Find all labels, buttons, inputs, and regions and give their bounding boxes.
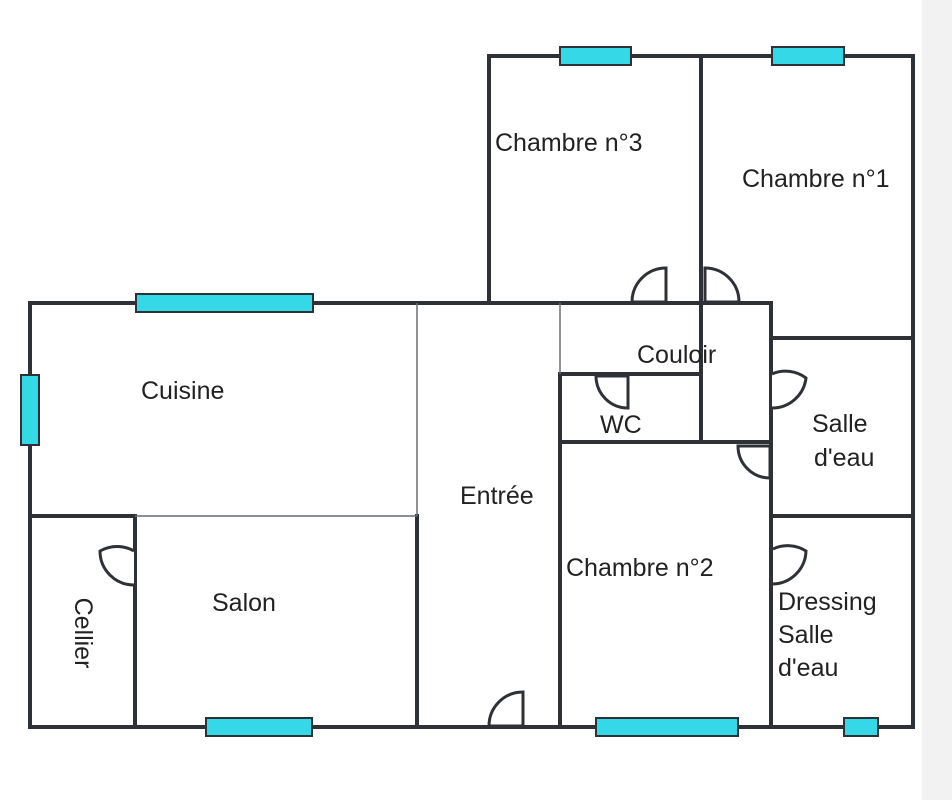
label-chambre1: Chambre n°1 — [742, 165, 890, 193]
label-salle-eau-1: Salle — [812, 410, 868, 438]
door-chambre3 — [630, 266, 668, 304]
door-chambre1 — [703, 266, 741, 304]
label-dressing-2: Salle — [778, 621, 834, 649]
right-margin-strip — [922, 0, 952, 800]
door-entree — [487, 690, 525, 728]
label-salle-eau-2: d'eau — [814, 444, 874, 472]
door-wc — [594, 374, 630, 410]
door-cellier — [98, 544, 135, 587]
doors — [98, 266, 808, 728]
label-dressing-1: Dressing — [778, 588, 877, 616]
label-dressing-3: d'eau — [778, 654, 838, 682]
label-chambre2: Chambre n°2 — [566, 554, 714, 582]
window-salon — [205, 717, 313, 737]
window-chambre2 — [595, 717, 739, 737]
door-salle-eau — [771, 369, 808, 410]
label-entree: Entrée — [460, 482, 534, 510]
label-cuisine: Cuisine — [141, 377, 224, 405]
door-chambre2 — [736, 444, 772, 480]
label-salon: Salon — [212, 589, 276, 617]
window-dressing — [843, 717, 879, 737]
thin-partitions — [135, 303, 561, 517]
windows — [20, 46, 879, 737]
window-chambre3 — [559, 46, 632, 66]
label-wc: WC — [600, 411, 642, 439]
window-cuisine-left — [20, 374, 40, 446]
door-dressing — [772, 544, 808, 586]
window-cuisine-top — [135, 293, 314, 313]
room-labels: Chambre n°3 Chambre n°1 Cuisine Couloir … — [69, 129, 890, 682]
window-chambre1 — [771, 46, 845, 66]
walls — [28, 54, 915, 729]
label-chambre3: Chambre n°3 — [495, 129, 643, 157]
label-cellier: Cellier — [69, 598, 97, 669]
label-couloir: Couloir — [637, 341, 716, 369]
